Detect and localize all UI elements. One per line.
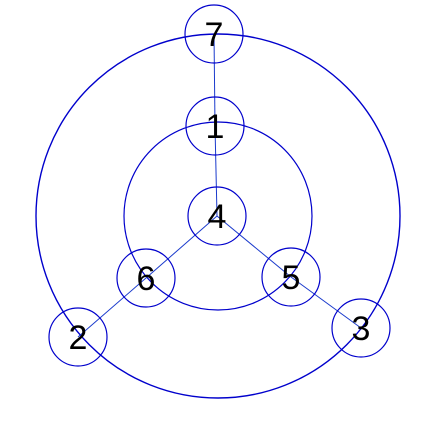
node-6-circle (116, 248, 176, 308)
node-5: 5 (261, 247, 321, 307)
node-7: 7 (184, 4, 244, 64)
node-1-circle (185, 96, 245, 156)
edge-n1-n4 (214, 125, 218, 217)
node-5-circle (261, 247, 321, 307)
node-5-label: 5 (282, 259, 301, 297)
edge-n7-n1 (213, 33, 216, 127)
edge-n4-n5 (216, 215, 292, 278)
node-3: 3 (331, 298, 391, 358)
inner-ring (123, 121, 313, 311)
node-4-label: 4 (208, 198, 227, 236)
node-2: 2 (48, 307, 108, 367)
node-3-circle (331, 298, 391, 358)
node-1: 1 (185, 96, 245, 156)
node-2-circle (48, 307, 108, 367)
node-7-label: 7 (205, 16, 224, 54)
node-6-label: 6 (137, 260, 156, 298)
node-7-circle (184, 4, 244, 64)
node-3-label: 3 (352, 310, 371, 348)
node-4: 4 (187, 186, 247, 246)
node-4-circle (187, 186, 247, 246)
node-1-label: 1 (206, 108, 225, 146)
edge-n5-n3 (290, 276, 362, 329)
edge-n6-n2 (77, 277, 147, 338)
edges-group (77, 33, 362, 338)
outer-ring (35, 33, 401, 399)
edge-n4-n6 (145, 215, 218, 279)
node-2-label: 2 (69, 319, 88, 357)
nodes-group: 7 1 4 6 5 2 3 (48, 4, 391, 367)
node-6: 6 (116, 248, 176, 308)
